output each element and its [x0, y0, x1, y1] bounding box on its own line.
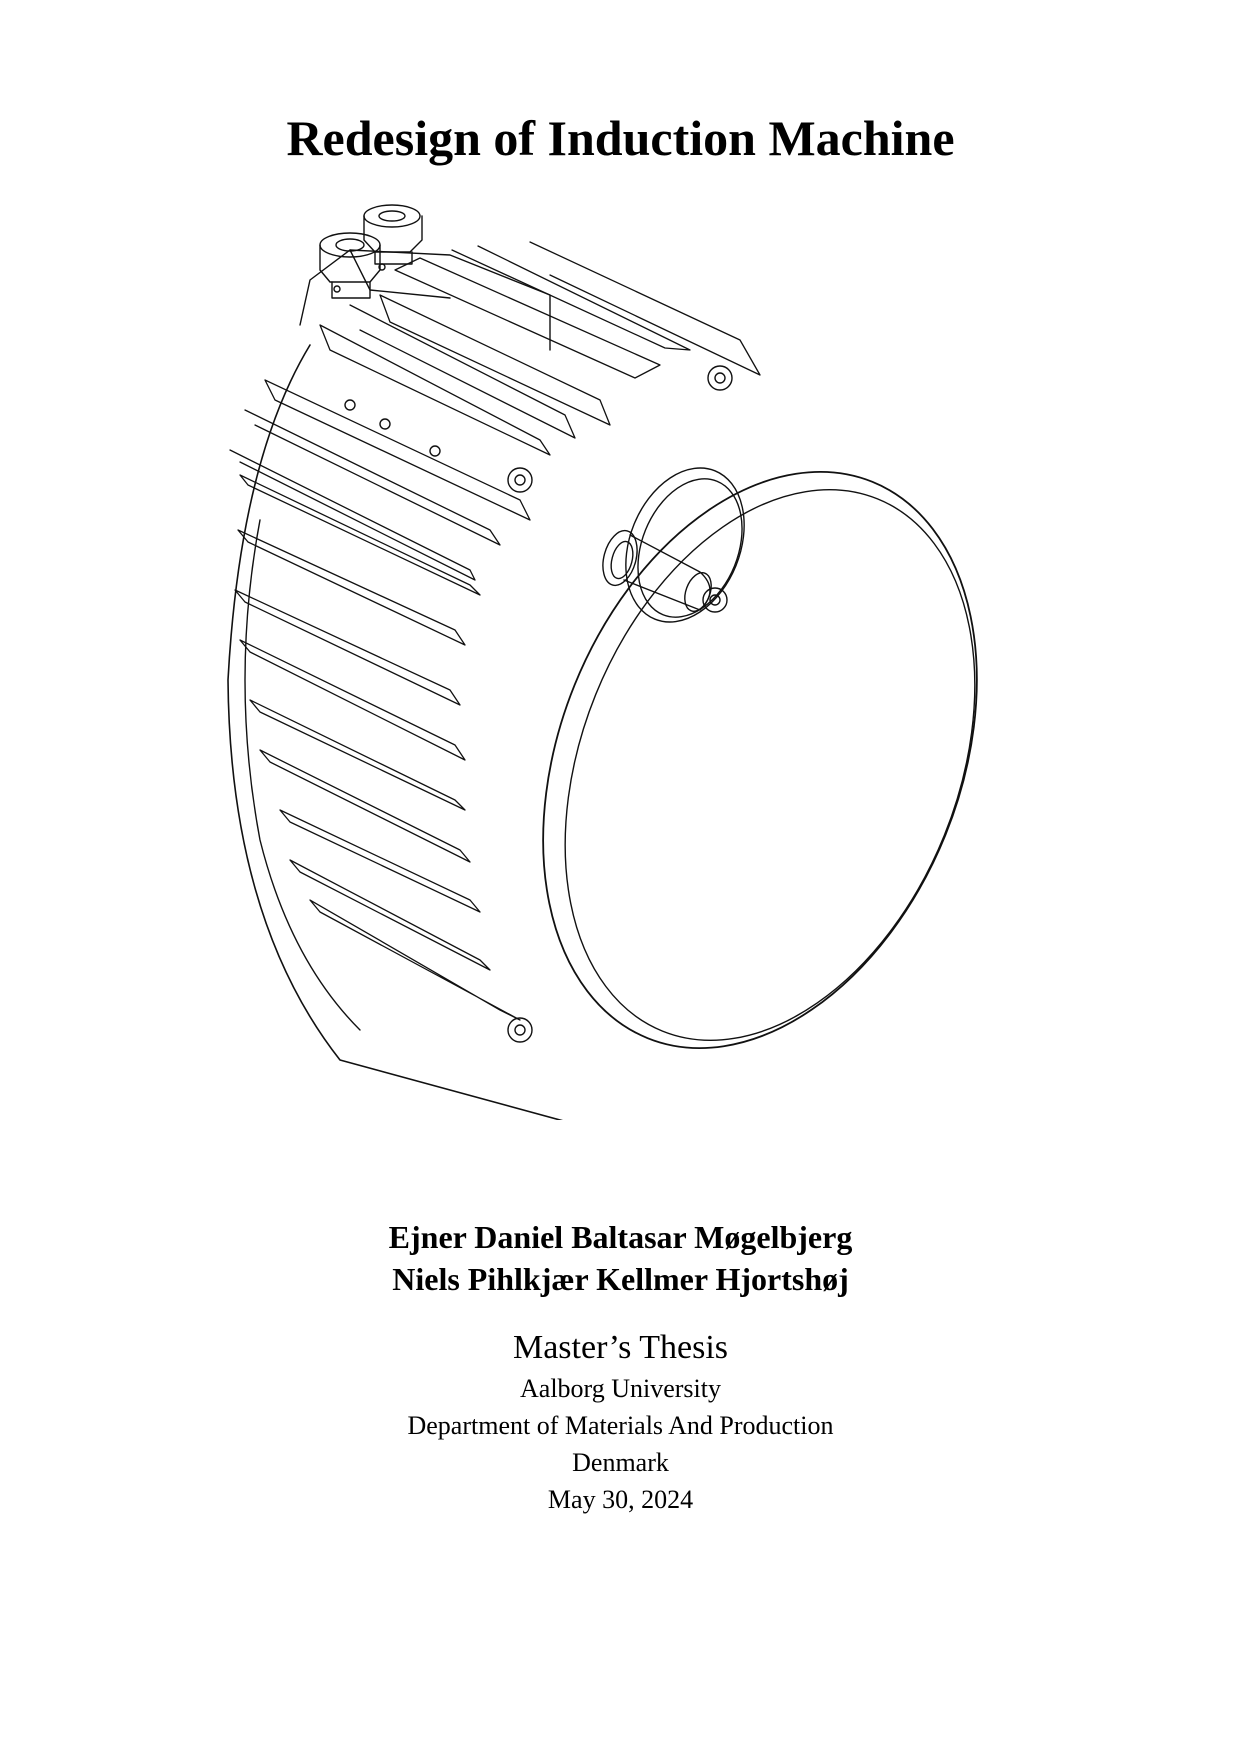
department: Department of Materials And Production [407, 1411, 834, 1440]
country: Denmark [572, 1448, 669, 1477]
induction-motor-drawing-icon [220, 200, 1080, 1181]
author-name: Niels Pihlkjær Kellmer Hjortshøj [392, 1261, 849, 1297]
thesis-type: Master’s Thesis [512, 1329, 728, 1366]
date: May 30, 2024 [547, 1485, 694, 1514]
page-title: Redesign of Induction Machine [286, 110, 955, 166]
university: Aalborg University [520, 1374, 721, 1403]
author-list: Ejner Daniel Baltasar Møgelbjerg Niels P… [0, 1216, 1241, 1300]
author-name: Ejner Daniel Baltasar Møgelbjerg [388, 1219, 853, 1255]
thesis-meta: Master’s Thesis Aalborg University Depar… [0, 1326, 1241, 1518]
